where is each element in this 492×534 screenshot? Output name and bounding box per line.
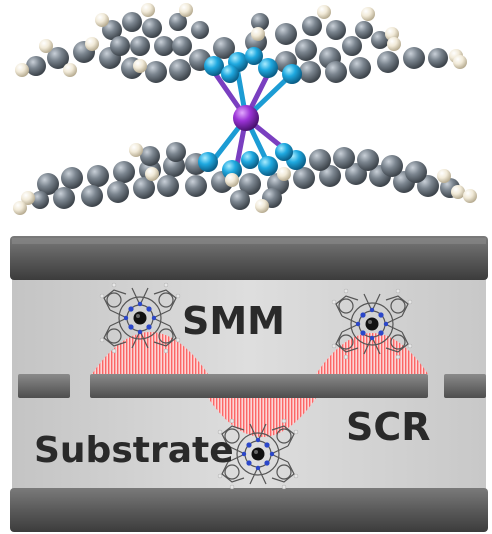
substrate-label: Substrate	[34, 430, 234, 471]
superconducting-resonator	[18, 374, 486, 398]
upper-nitrogen	[204, 47, 302, 84]
upper-hydrogen	[15, 3, 467, 77]
metal-ion	[233, 105, 259, 131]
top-ground-rail	[10, 236, 488, 280]
lower-hydrogen	[13, 143, 477, 215]
molecule-structure	[13, 3, 477, 215]
upper-ligand	[26, 12, 448, 83]
scr-label: SCR	[346, 405, 431, 449]
smm-label: SMM	[182, 299, 285, 343]
lower-ligand	[31, 142, 460, 210]
bottom-ground-rail	[10, 488, 488, 532]
device-schematic: SMM SCR Substrate	[10, 236, 488, 532]
lower-nitrogen	[198, 143, 306, 180]
